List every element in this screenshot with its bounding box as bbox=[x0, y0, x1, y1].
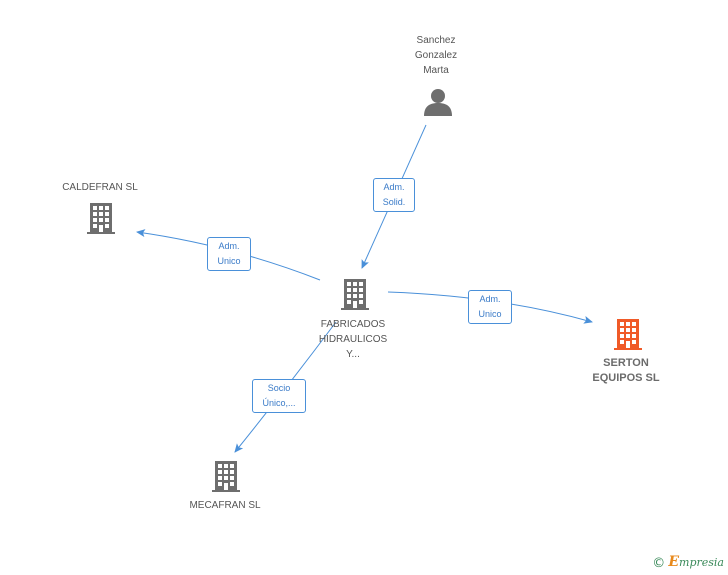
node-label-line: HIDRAULICOS bbox=[318, 334, 388, 345]
node-label-line: FABRICADOS bbox=[320, 319, 386, 330]
edge-label-fabricados-caldefran[interactable]: Adm. Unico bbox=[207, 237, 251, 271]
node-label-serton[interactable]: SERTON EQUIPOS SL bbox=[580, 356, 672, 386]
node-label-line: SERTON bbox=[603, 357, 649, 369]
node-label-mecafran[interactable]: MECAFRAN SL bbox=[170, 498, 280, 513]
edge-label-fabricados-serton[interactable]: Adm. Unico bbox=[468, 290, 512, 324]
building-icon-serton[interactable] bbox=[614, 319, 642, 350]
edge-label-line: Adm. bbox=[479, 294, 501, 304]
edge-label-line: Unico bbox=[478, 309, 502, 319]
building-icon-mecafran[interactable] bbox=[212, 461, 240, 492]
node-label-line: EQUIPOS SL bbox=[592, 372, 660, 384]
edge-label-fabricados-mecafran[interactable]: Socio Único,... bbox=[252, 379, 306, 413]
node-label-line: Marta bbox=[423, 65, 449, 76]
edge-label-line: Socio bbox=[267, 383, 291, 393]
copyright-icon: © bbox=[652, 556, 666, 571]
edge-label-person-fabricados[interactable]: Adm. Solid. bbox=[373, 178, 415, 212]
edge-label-line: Unico bbox=[217, 256, 241, 266]
node-label-line: CALDEFRAN SL bbox=[62, 182, 138, 193]
brand-logo-letter: E bbox=[668, 554, 680, 570]
footer-brand[interactable]: © Empresia bbox=[652, 554, 724, 571]
node-label-line: Y... bbox=[346, 349, 360, 360]
edge-label-line: Solid. bbox=[382, 197, 406, 207]
node-label-fabricados[interactable]: FABRICADOS HIDRAULICOS Y... bbox=[303, 317, 403, 362]
building-icon-fabricados[interactable] bbox=[341, 279, 369, 310]
node-label-line: Gonzalez bbox=[414, 50, 458, 61]
person-icon[interactable] bbox=[424, 89, 452, 116]
node-label-caldefran[interactable]: CALDEFRAN SL bbox=[45, 180, 155, 195]
node-label-person[interactable]: Sanchez Gonzalez Marta bbox=[396, 33, 476, 78]
node-label-line: Sanchez bbox=[416, 35, 456, 46]
brand-logo-text: mpresia bbox=[679, 556, 724, 569]
edge-label-line: Adm. bbox=[383, 182, 405, 192]
node-label-line: MECAFRAN SL bbox=[189, 500, 261, 511]
edge-label-line: Único,... bbox=[262, 398, 296, 408]
building-icon-caldefran[interactable] bbox=[87, 203, 115, 234]
edge-label-line: Adm. bbox=[218, 241, 240, 251]
